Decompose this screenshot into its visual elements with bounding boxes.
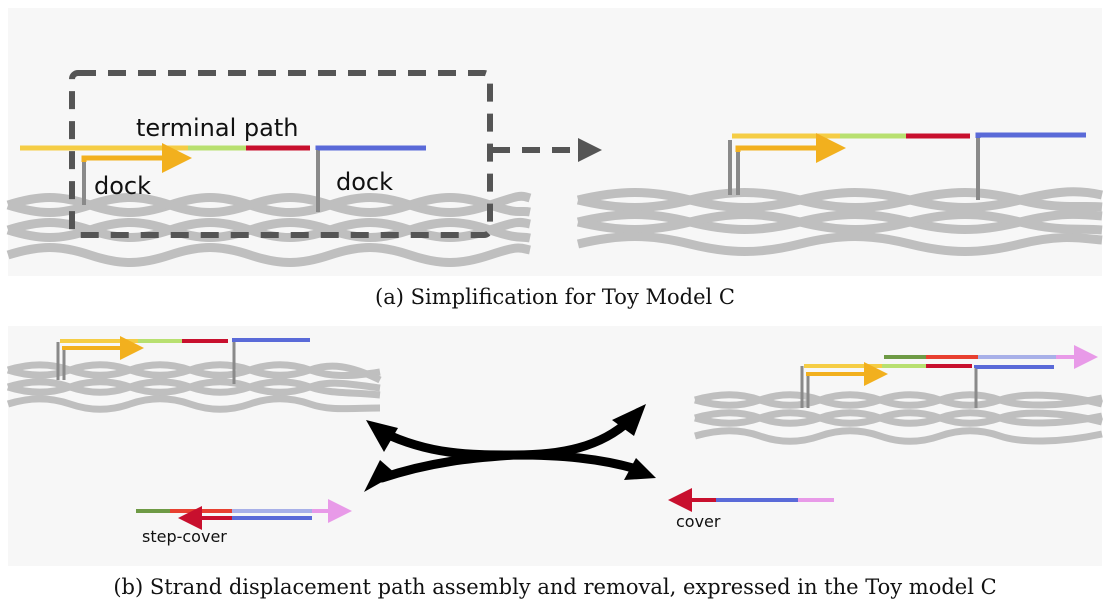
origami-small-right [694, 391, 1103, 445]
label-cover: cover [676, 512, 721, 531]
simplified-dock-blue [975, 132, 1086, 138]
orange-arrow-strand [81, 143, 192, 173]
arrowhead-lower-right [624, 458, 656, 480]
caption-panel-b: (b) Strand displacement path assembly an… [113, 575, 997, 599]
dock-blue-strand [315, 145, 426, 151]
small-left-orange-arrow [62, 336, 144, 360]
origami-small-left [6, 361, 382, 413]
label-dock-right: dock [336, 168, 393, 196]
label-step-cover: step-cover [142, 527, 227, 546]
label-dock-left: dock [94, 172, 151, 200]
origami-lattice-simplified [576, 187, 1103, 256]
arrowhead-upper-right [612, 404, 646, 436]
caption-panel-a: (a) Simplification for Toy Model C [375, 285, 735, 309]
label-terminal-path: terminal path [136, 114, 298, 142]
origami-lattice-left [6, 191, 532, 267]
small-right-blue [974, 365, 1054, 369]
simplified-orange-arrow [735, 133, 846, 163]
arrowhead-upper-left [366, 420, 398, 452]
dashed-arrow-head [578, 138, 602, 162]
selection-dashed-box [69, 70, 493, 238]
arrowhead-lower-left [364, 460, 396, 492]
small-left-blue [232, 338, 310, 342]
small-right-orange-arrow [806, 362, 888, 386]
reaction-double-arrow [377, 415, 645, 483]
